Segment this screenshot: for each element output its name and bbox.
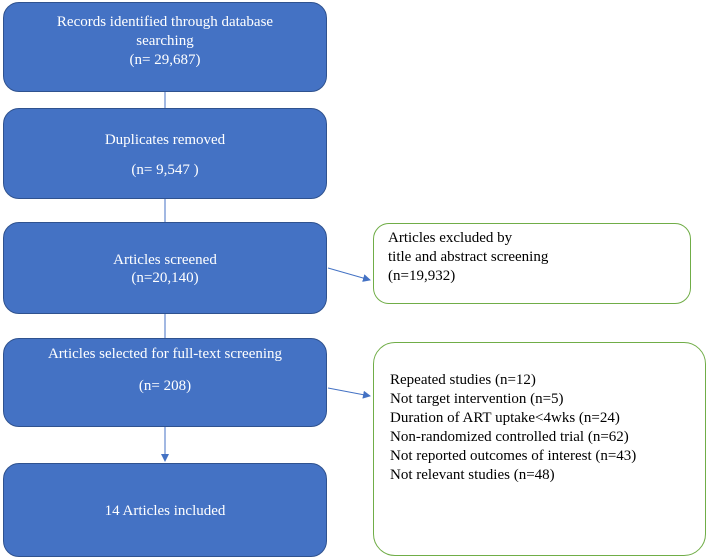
articles-included-title: 14 Articles included	[104, 503, 226, 519]
exclusion-reason-item: Not target intervention (n=5)	[390, 391, 564, 407]
exclusion-reason-item: Non-randomized controlled trial (n=62)	[390, 429, 629, 445]
fulltext-screening-count: (n= 208)	[138, 378, 192, 394]
duplicates-removed-box: Duplicates removed (n= 9,547 )	[3, 108, 327, 199]
arrow-fulltext-to-excluded	[327, 387, 371, 399]
records-identified-box: Records identified through database sear…	[3, 2, 327, 92]
title-abstract-exclusion-count: (n=19,932)	[388, 268, 456, 284]
exclusion-reason-item: Not reported outcomes of interest (n=43)	[390, 448, 637, 464]
duplicates-removed-title: Duplicates removed	[104, 132, 226, 148]
fulltext-screening-title: Articles selected for full-text screenin…	[47, 346, 283, 362]
exclusion-reason-item: Repeated studies (n=12)	[390, 372, 536, 388]
title-abstract-exclusion-line-2: title and abstract screening	[388, 249, 549, 265]
arrow-screened-to-excluded	[327, 267, 371, 282]
fulltext-screening-box: Articles selected for full-text screenin…	[3, 338, 327, 427]
duplicates-removed-count: (n= 9,547 )	[131, 162, 199, 178]
title-abstract-exclusion-line-1: Articles excluded by	[388, 230, 513, 246]
records-identified-count: (n= 29,687)	[129, 52, 201, 68]
articles-screened-box: Articles screened (n=20,140)	[3, 222, 327, 314]
records-identified-line-2: searching	[136, 33, 194, 49]
title-abstract-exclusion-box: Articles excluded by title and abstract …	[373, 223, 691, 304]
records-identified-line-1: Records identified through database	[56, 14, 274, 30]
fulltext-exclusion-box: Repeated studies (n=12) Not target inter…	[373, 342, 706, 556]
articles-screened-count: (n=20,140)	[131, 270, 199, 286]
exclusion-reason-item: Duration of ART uptake<4wks (n=24)	[390, 410, 620, 426]
exclusion-reason-item: Not relevant studies (n=48)	[390, 467, 555, 483]
articles-screened-title: Articles screened	[113, 252, 217, 268]
articles-included-box: 14 Articles included	[3, 463, 327, 557]
